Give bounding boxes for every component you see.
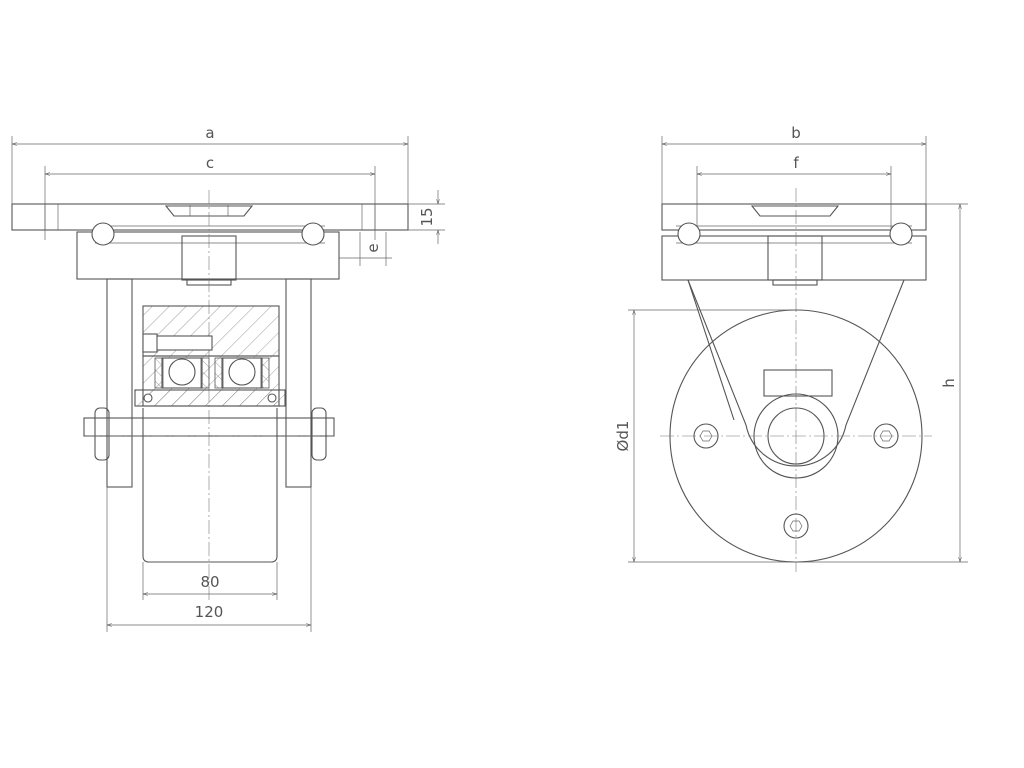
side-top-plate [661,203,927,231]
dim-label-d1: Ød1 [614,421,632,452]
dim-label-a: a [205,124,214,142]
side-lower-plate [661,235,927,281]
fork-leg-right [285,278,312,488]
label-plate [763,369,833,397]
kingpin-nut [164,205,254,217]
ball-bearing-left [91,222,115,246]
dim-label-120: 120 [195,603,224,621]
bearing-ball-right [228,358,256,386]
side-view [660,188,932,572]
bearing-ball-left [168,358,196,386]
wheel-tread [142,408,278,563]
front-dimensions: a c 15 e 80 120 [11,124,445,632]
hub-section [134,305,286,407]
fork-plate-outline [687,279,905,467]
dim-label-c: c [206,154,214,172]
dim-label-e: e [364,243,382,252]
dim-label-b: b [791,124,801,142]
dim-label-80: 80 [200,573,219,591]
lower-plate [76,231,340,280]
bolt-bottom [783,513,809,539]
dim-label-15: 15 [418,207,436,226]
dim-label-h: h [940,378,958,388]
ball-bearing-right [301,222,325,246]
side-dimensions: b f h Ød1 [614,124,968,563]
dim-label-f: f [793,154,799,172]
front-view [11,190,409,600]
top-plate [11,203,409,231]
fork-leg-left [106,278,133,488]
